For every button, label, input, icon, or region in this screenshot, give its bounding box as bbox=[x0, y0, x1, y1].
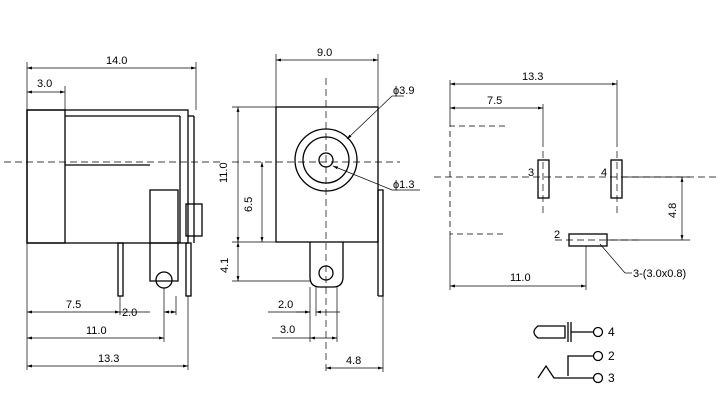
schematic-label-3: 3 bbox=[608, 371, 615, 385]
schematic-label-2: 2 bbox=[608, 349, 615, 363]
dim-side-total: 13.3 bbox=[98, 353, 119, 365]
dim-side-pin-b: 11.0 bbox=[86, 325, 107, 337]
schematic-symbol: 4 2 3 bbox=[533, 322, 615, 385]
front-view: 9.0 11.0 6.5 4.1 2.0 3.0 4.8 ϕ3.9 ϕ1.3 bbox=[218, 47, 420, 372]
dim-side-front-depth: 3.0 bbox=[37, 78, 52, 90]
schematic-label-4: 4 bbox=[608, 325, 615, 339]
dim-front-pin-diameter: ϕ1.3 bbox=[393, 179, 414, 191]
dim-front-hole-diameter: ϕ3.9 bbox=[393, 85, 414, 97]
dim-front-pin-length: 4.1 bbox=[219, 258, 231, 273]
dim-front-width: 9.0 bbox=[317, 47, 332, 59]
dim-side-pin-spacing: 2.0 bbox=[122, 307, 137, 319]
fp-pin-4-label: 4 bbox=[601, 167, 607, 179]
dim-fp-bottom: 11.0 bbox=[510, 272, 531, 284]
dim-side-overall: 14.0 bbox=[106, 55, 127, 67]
dim-fp-overall: 13.3 bbox=[522, 71, 543, 83]
dim-front-pin-width: 2.0 bbox=[278, 299, 293, 311]
side-view: 14.0 3.0 7.5 2.0 11.0 13.3 bbox=[4, 55, 222, 370]
dim-front-height: 11.0 bbox=[218, 162, 230, 183]
fp-pin-3-label: 3 bbox=[528, 167, 534, 179]
dim-side-pin-a: 7.5 bbox=[66, 299, 81, 311]
fp-slot-note: 3-(3.0x0.8) bbox=[633, 268, 686, 280]
dim-fp-vertical: 4.8 bbox=[667, 203, 679, 218]
fp-pin-2-label: 2 bbox=[554, 229, 560, 241]
dim-front-tab-width: 3.0 bbox=[280, 324, 295, 336]
footprint-view: 13.3 7.5 4.8 11.0 3 4 2 3-(3.0x0.8) bbox=[434, 71, 716, 290]
dim-front-offset: 4.8 bbox=[346, 355, 361, 367]
dim-front-center-height: 6.5 bbox=[243, 197, 255, 212]
dim-fp-pin-offset: 7.5 bbox=[487, 95, 502, 107]
